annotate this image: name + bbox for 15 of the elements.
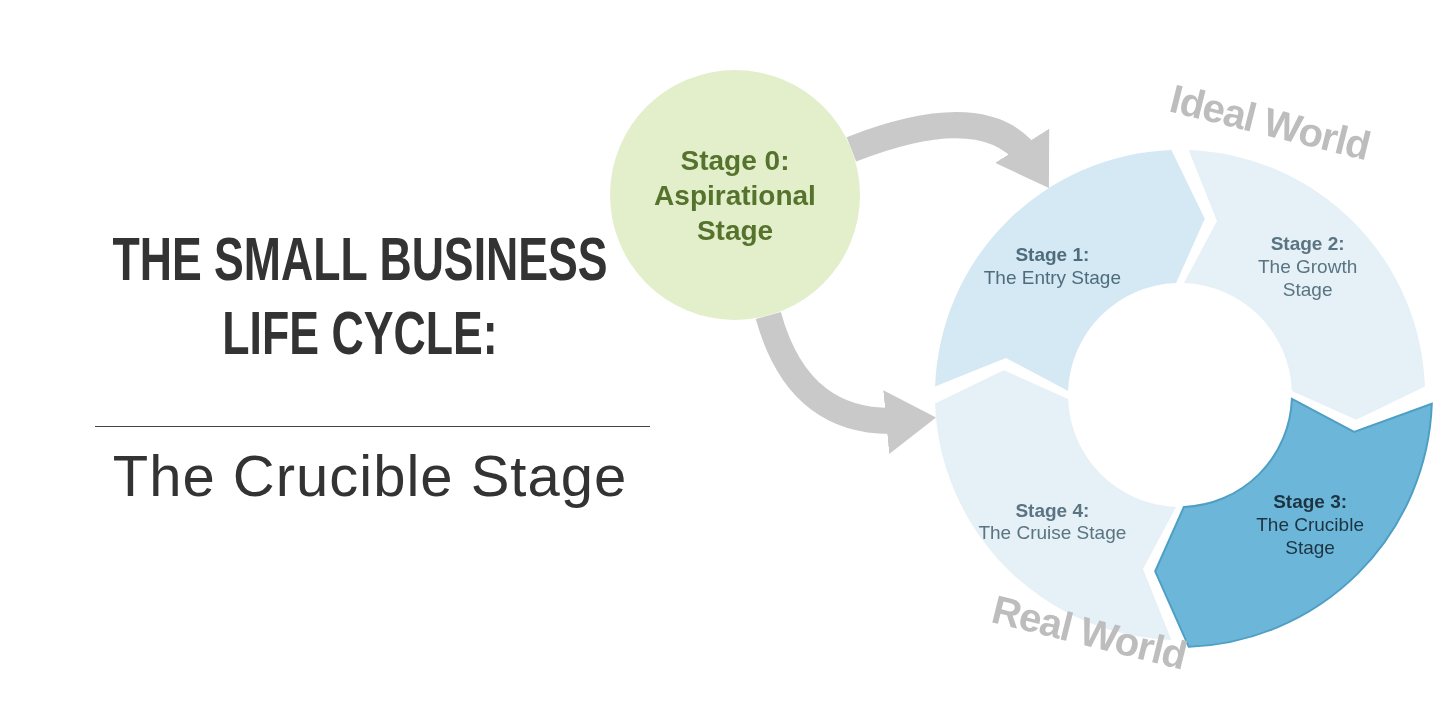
stage-heading: Stage 1: bbox=[1014, 244, 1091, 268]
curved-arrow bbox=[846, 112, 1051, 187]
stage-heading: Stage 4: bbox=[1014, 499, 1091, 523]
world-label: Ideal World bbox=[1165, 76, 1375, 169]
stage-heading: Stage 3: bbox=[1272, 490, 1349, 514]
world-label: Real World bbox=[987, 586, 1191, 679]
curved-arrow bbox=[755, 311, 937, 454]
stage-label: Stage 0: Aspirational Stage bbox=[653, 143, 817, 248]
stage-label: The Cruise Stage bbox=[977, 522, 1128, 546]
title: THE SMALL BUSINESS LIFE CYCLE: bbox=[111, 223, 609, 370]
stage-heading: Stage 2: bbox=[1269, 233, 1346, 256]
subtitle: The Crucible Stage bbox=[111, 442, 629, 509]
stage-label: The Crucible Stage bbox=[1255, 513, 1365, 560]
stage-label: The Growth Stage bbox=[1257, 255, 1359, 302]
stage-label: The Entry Stage bbox=[982, 267, 1122, 291]
